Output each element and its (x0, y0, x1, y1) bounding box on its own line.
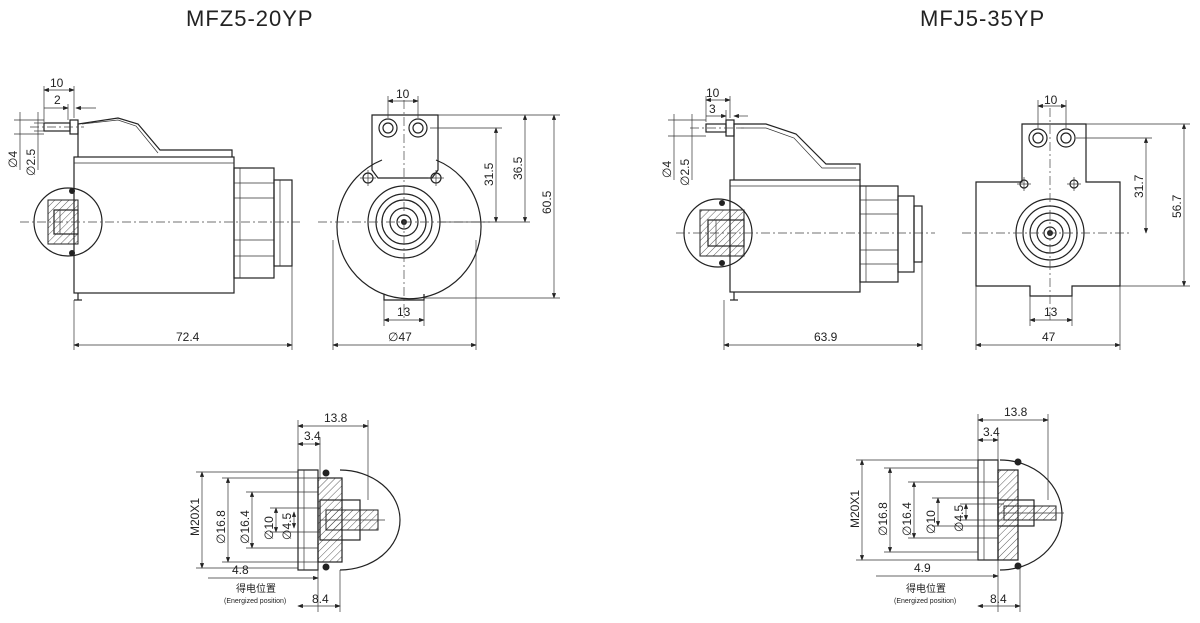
dim-left-front-height-total: 60.5 (540, 190, 554, 214)
dim-right-pin-dia-inner: ∅2.5 (678, 159, 692, 186)
dim-left-section-outer-width: 13.8 (324, 411, 348, 425)
dim-right-front-height-total: 56.7 (1170, 194, 1184, 218)
dim-left-section-stroke: 8.4 (312, 592, 329, 606)
dim-right-front-bottom-gap: 13 (1044, 305, 1058, 319)
right-front-view: 10 31.7 56.7 13 47 (962, 93, 1190, 350)
title-left: MFZ5-20YP (186, 6, 314, 31)
dim-left-front-diameter: ∅47 (388, 330, 412, 344)
dim-right-section-stroke: 8.4 (990, 592, 1007, 606)
dim-right-section-d3: ∅10 (924, 510, 938, 534)
dim-right-pin-dia-outer: ∅4 (660, 161, 674, 178)
dim-right-section-thread: M20X1 (848, 490, 862, 528)
dim-left-pin-dia-inner: ∅2.5 (24, 149, 38, 176)
left-energized-label-cn: 得电位置 (236, 582, 276, 595)
dim-left-section-d2: ∅16.4 (238, 510, 252, 544)
dim-right-pin-offset: 10 (706, 86, 720, 100)
dim-left-section-thread: M20X1 (188, 498, 202, 536)
dim-left-pin-length: 2 (54, 93, 61, 107)
dim-right-section-outer-width: 13.8 (1004, 405, 1028, 419)
dim-left-section-step: 3.4 (304, 429, 321, 443)
dim-left-pin-dia-outer: ∅4 (6, 151, 20, 168)
dim-right-length: 63.9 (814, 330, 838, 344)
dim-left-front-height-center: 36.5 (511, 156, 525, 180)
right-energized-label-en: (Energized position) (894, 598, 956, 605)
dim-left-front-height-pin: 31.5 (482, 162, 496, 186)
dim-right-front-pin-spacing: 10 (1044, 93, 1058, 107)
dim-left-front-pin-spacing: 10 (396, 87, 410, 101)
dim-right-section-step: 3.4 (983, 425, 1000, 439)
left-energized-label-en: (Energized position) (224, 598, 286, 605)
dim-right-pin-length: 3 (709, 102, 716, 116)
dim-left-front-bottom-gap: 13 (397, 305, 411, 319)
left-side-view: 10 2 ∅4 ∅2.5 72.4 (6, 76, 300, 350)
dim-right-front-width: 47 (1042, 330, 1056, 344)
right-side-view: 10 3 ∅4 ∅2.5 63.9 (660, 86, 935, 350)
right-section-view: 13.8 3.4 M20X1 ∅16.8 ∅16.4 ∅10 ∅4.5 4.9 … (848, 405, 1064, 612)
dim-left-length: 72.4 (176, 330, 200, 344)
left-section-view: 13.8 3.4 M20X1 ∅16.8 ∅16.4 ∅10 ∅4.5 4.8 … (188, 411, 401, 612)
dim-left-pin-offset: 10 (50, 76, 64, 90)
left-front-view: 10 31.5 36.5 60.5 13 ∅47 (318, 87, 560, 350)
title-right: MFJ5-35YP (920, 6, 1045, 31)
dim-right-section-d2: ∅16.4 (900, 502, 914, 536)
dim-left-section-d4: ∅4.5 (280, 513, 294, 540)
dim-right-section-d4: ∅4.5 (952, 505, 966, 532)
dim-right-section-offset: 4.9 (914, 561, 931, 575)
dim-left-section-d3: ∅10 (262, 516, 276, 540)
dim-right-section-d1: ∅16.8 (876, 502, 890, 536)
right-energized-label-cn: 得电位置 (906, 582, 946, 595)
dim-left-section-d1: ∅16.8 (214, 510, 228, 544)
dim-left-section-offset: 4.8 (232, 563, 249, 577)
dim-right-front-height-pin: 31.7 (1132, 174, 1146, 198)
